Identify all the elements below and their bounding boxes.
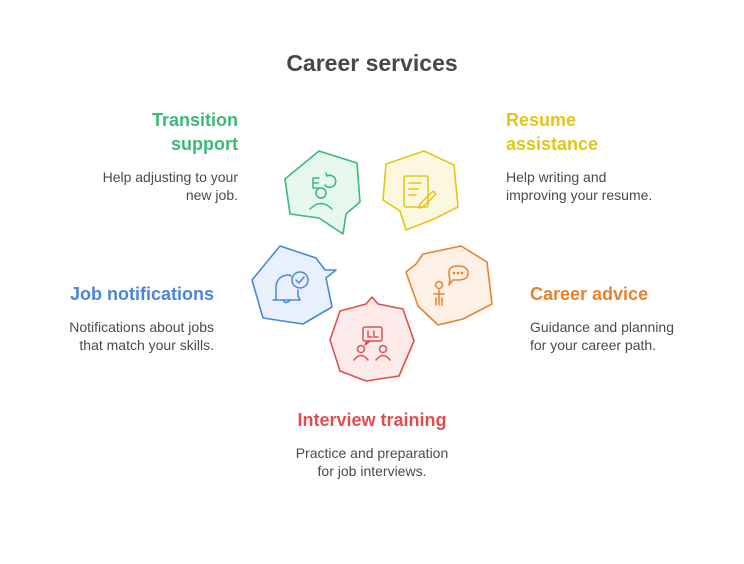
- resume-hexagon: [382, 150, 459, 231]
- resume-assistance-title: Resume assistance: [506, 108, 726, 156]
- job-notifications-hexagon: [251, 245, 337, 325]
- interview-hexagon: [329, 296, 415, 382]
- transition-desc-line1: Help adjusting to your: [102, 169, 238, 185]
- career-advice-desc-line1: Guidance and planning: [530, 319, 675, 335]
- interview-training-title: Interview training: [297, 410, 447, 430]
- transition-title-line2: support: [171, 134, 238, 154]
- career-advice-title: Career advice: [530, 284, 649, 304]
- person-chat-icon: [433, 265, 469, 306]
- interview-desc-line1: Practice and preparation: [295, 445, 449, 461]
- transition-support-block: Transition support Help adjusting to you…: [18, 108, 238, 204]
- resume-desc-line1: Help writing and: [506, 169, 607, 185]
- resume-title-line1: Resume: [506, 110, 577, 130]
- resume-title-line2: assistance: [506, 134, 599, 154]
- transition-desc-line2: new job.: [185, 187, 238, 203]
- job-notifications-description: Notifications about jobs that match your…: [14, 318, 214, 354]
- career-advice-hexagon: [405, 245, 493, 326]
- document-pencil-icon: [403, 175, 437, 209]
- resume-desc-line2: improving your resume.: [506, 187, 653, 203]
- person-cycle-icon: [309, 172, 337, 210]
- resume-assistance-block: Resume assistance Help writing and impro…: [506, 108, 726, 204]
- resume-assistance-description: Help writing and improving your resume.: [506, 168, 726, 204]
- transition-support-title: Transition support: [18, 108, 238, 156]
- interview-training-block: Interview training Practice and preparat…: [222, 408, 522, 480]
- people-book-icon: [353, 326, 391, 361]
- interview-training-description: Practice and preparation for job intervi…: [222, 444, 522, 480]
- bell-check-icon: [272, 271, 309, 304]
- career-advice-description: Guidance and planning for your career pa…: [530, 318, 730, 354]
- page-title: Career services: [286, 50, 458, 76]
- job-notifications-block: Job notifications Notifications about jo…: [14, 282, 214, 354]
- transition-title-line1: Transition: [151, 110, 238, 130]
- transition-hexagon: [284, 150, 361, 235]
- job-notifications-desc-line2: that match your skills.: [79, 337, 214, 353]
- career-advice-desc-line2: for your career path.: [530, 337, 657, 353]
- job-notifications-title: Job notifications: [70, 284, 214, 304]
- transition-support-description: Help adjusting to your new job.: [18, 168, 238, 204]
- interview-desc-line2: for job interviews.: [317, 463, 427, 479]
- career-advice-block: Career advice Guidance and planning for …: [530, 282, 730, 354]
- job-notifications-desc-line1: Notifications about jobs: [69, 319, 214, 335]
